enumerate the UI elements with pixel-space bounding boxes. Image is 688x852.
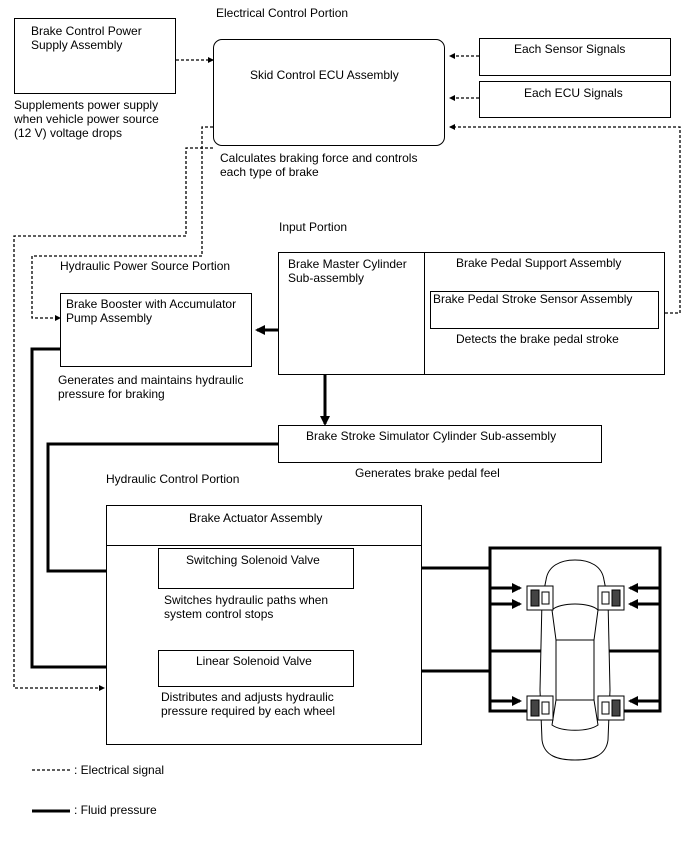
vehicle-top-view <box>539 559 611 761</box>
hydraulic-power-source-portion-title: Hydraulic Power Source Portion <box>60 259 231 273</box>
ecu-signals-label: Each ECU Signals <box>524 86 623 100</box>
switching-solenoid-valve-label: Switching Solenoid Valve <box>186 553 320 567</box>
master-cylinder-box: Brake Master Cylinder Sub-assembly <box>278 252 425 375</box>
linear-valve-note-2: pressure required by each wheel <box>161 704 336 718</box>
hydraulic-control-portion-title: Hydraulic Control Portion <box>106 472 240 486</box>
simulator-to-switching-valve-line <box>46 442 278 573</box>
brake-actuator-label: Brake Actuator Assembly <box>189 511 323 525</box>
ecu-to-linear-valve-line <box>13 147 213 691</box>
electrical-control-portion-title: Electrical Control Portion <box>216 6 349 20</box>
sensor-signals-label: Each Sensor Signals <box>514 42 626 56</box>
stroke-simulator-box: Brake Stroke Simulator Cylinder Sub-asse… <box>278 425 602 463</box>
stroke-sensor-note: Detects the brake pedal stroke <box>456 332 619 346</box>
ecu-note-1: Calculates braking force and controls <box>220 151 418 165</box>
stroke-sensor-to-ecu-line <box>449 124 681 314</box>
master-cylinder-label-1: Brake Master Cylinder <box>288 257 407 271</box>
power-supply-note-1: Supplements power supply <box>14 98 159 112</box>
brake-booster-box: Brake Booster with Accumulator Pump Asse… <box>60 293 252 367</box>
linear-solenoid-valve-label: Linear Solenoid Valve <box>196 654 312 668</box>
switching-valve-note-1: Switches hydraulic paths when <box>164 593 329 607</box>
ecu-note-2: each type of brake <box>220 165 319 179</box>
power-supply-label-1: Brake Control Power <box>31 24 142 38</box>
linear-valve-note-1: Distributes and adjusts hydraulic <box>161 690 334 704</box>
power-supply-note-3: (12 V) voltage drops <box>14 126 123 140</box>
legend-electrical-label: : Electrical signal <box>74 763 165 777</box>
switching-valve-note-2: system control stops <box>164 607 274 621</box>
ecu-to-booster-line <box>31 126 213 321</box>
power-supply-label-2: Supply Assembly <box>31 38 123 52</box>
brake-booster-label-1: Brake Booster with Accumulator <box>66 297 237 311</box>
legend-fluid-label: : Fluid pressure <box>74 803 157 817</box>
skid-control-ecu-box: Skid Control ECU Assembly <box>213 39 445 146</box>
brake-booster-label-2: Pump Assembly <box>66 311 153 325</box>
linear-solenoid-valve-box: Linear Solenoid Valve <box>158 650 354 687</box>
brake-booster-note-1: Generates and maintains hydraulic <box>58 373 244 387</box>
stroke-sensor-box: Brake Pedal Stroke Sensor Assembly <box>430 291 659 329</box>
power-supply-note-2: when vehicle power source <box>14 112 159 126</box>
stroke-sensor-label: Brake Pedal Stroke Sensor Assembly <box>433 292 633 306</box>
booster-to-linear-valve-line <box>30 347 158 669</box>
sensor-signals-box: Each Sensor Signals <box>479 38 671 76</box>
actuator-divider <box>107 545 421 546</box>
brake-booster-note-2: pressure for braking <box>58 387 165 401</box>
switching-solenoid-valve-box: Switching Solenoid Valve <box>158 548 354 589</box>
ecu-signals-box: Each ECU Signals <box>479 81 671 118</box>
master-cylinder-label-2: Sub-assembly <box>288 271 365 285</box>
input-portion-title: Input Portion <box>279 220 348 234</box>
stroke-simulator-note: Generates brake pedal feel <box>355 466 500 480</box>
stroke-simulator-label: Brake Stroke Simulator Cylinder Sub-asse… <box>306 429 557 443</box>
pedal-support-label: Brake Pedal Support Assembly <box>456 256 622 270</box>
skid-control-ecu-label: Skid Control ECU Assembly <box>250 68 399 82</box>
power-supply-box: Brake Control Power Supply Assembly <box>14 18 176 94</box>
brake-actuator-box: Brake Actuator Assembly <box>106 505 422 745</box>
